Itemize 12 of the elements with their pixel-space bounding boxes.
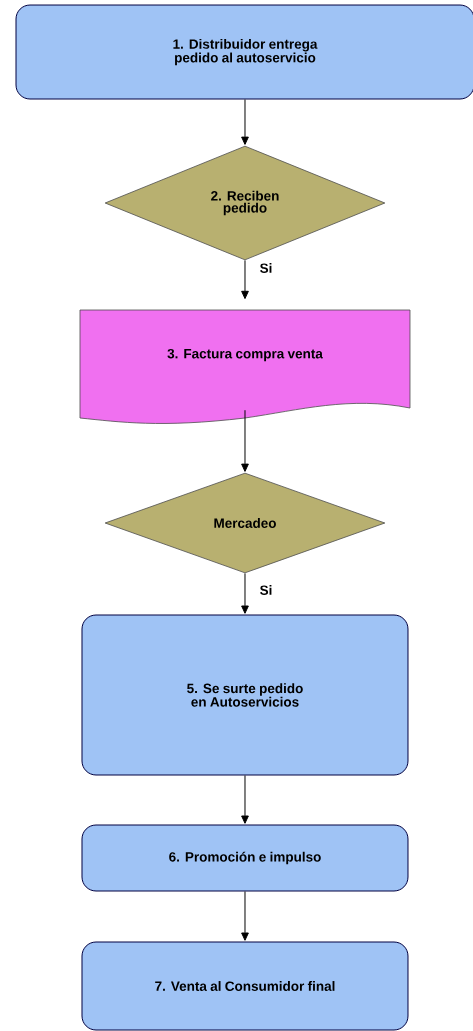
arrow <box>241 572 249 614</box>
arrow <box>241 891 249 941</box>
process-box: 5. Se surte pedido en Autoservicios <box>81 614 409 776</box>
arrow <box>241 409 249 472</box>
process-box: 7. Venta al Consumidor final <box>81 941 409 1031</box>
arrow <box>241 259 249 300</box>
process-box: 6. Promoción e impulso <box>81 824 409 892</box>
edge-label: Si <box>258 584 274 596</box>
arrow <box>241 775 249 824</box>
edge-label: Si <box>258 262 274 274</box>
process-box: 1. Distribuidor entrega pedido al autoservicio <box>15 4 473 100</box>
arrow <box>241 99 249 145</box>
